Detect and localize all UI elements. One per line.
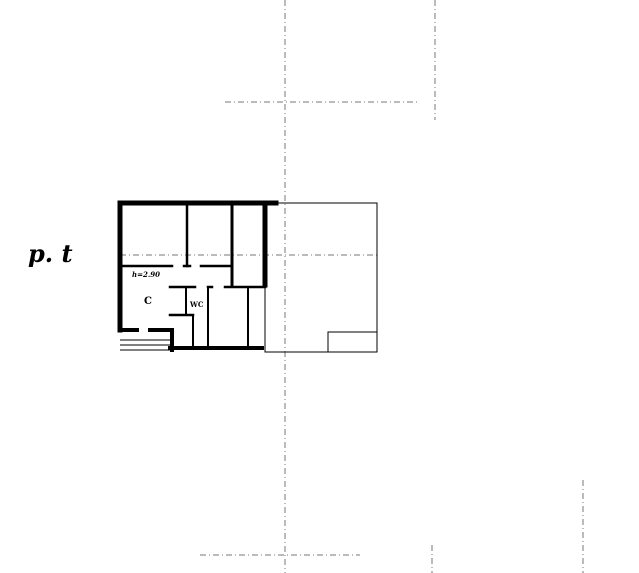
floor-label: p. t <box>28 239 73 268</box>
room-label-kitchen: C <box>144 296 152 307</box>
room-label-toilet: WC <box>189 300 204 309</box>
walls <box>117 200 279 352</box>
guide-lines <box>120 0 584 573</box>
height-note: h=2.90 <box>132 270 160 279</box>
